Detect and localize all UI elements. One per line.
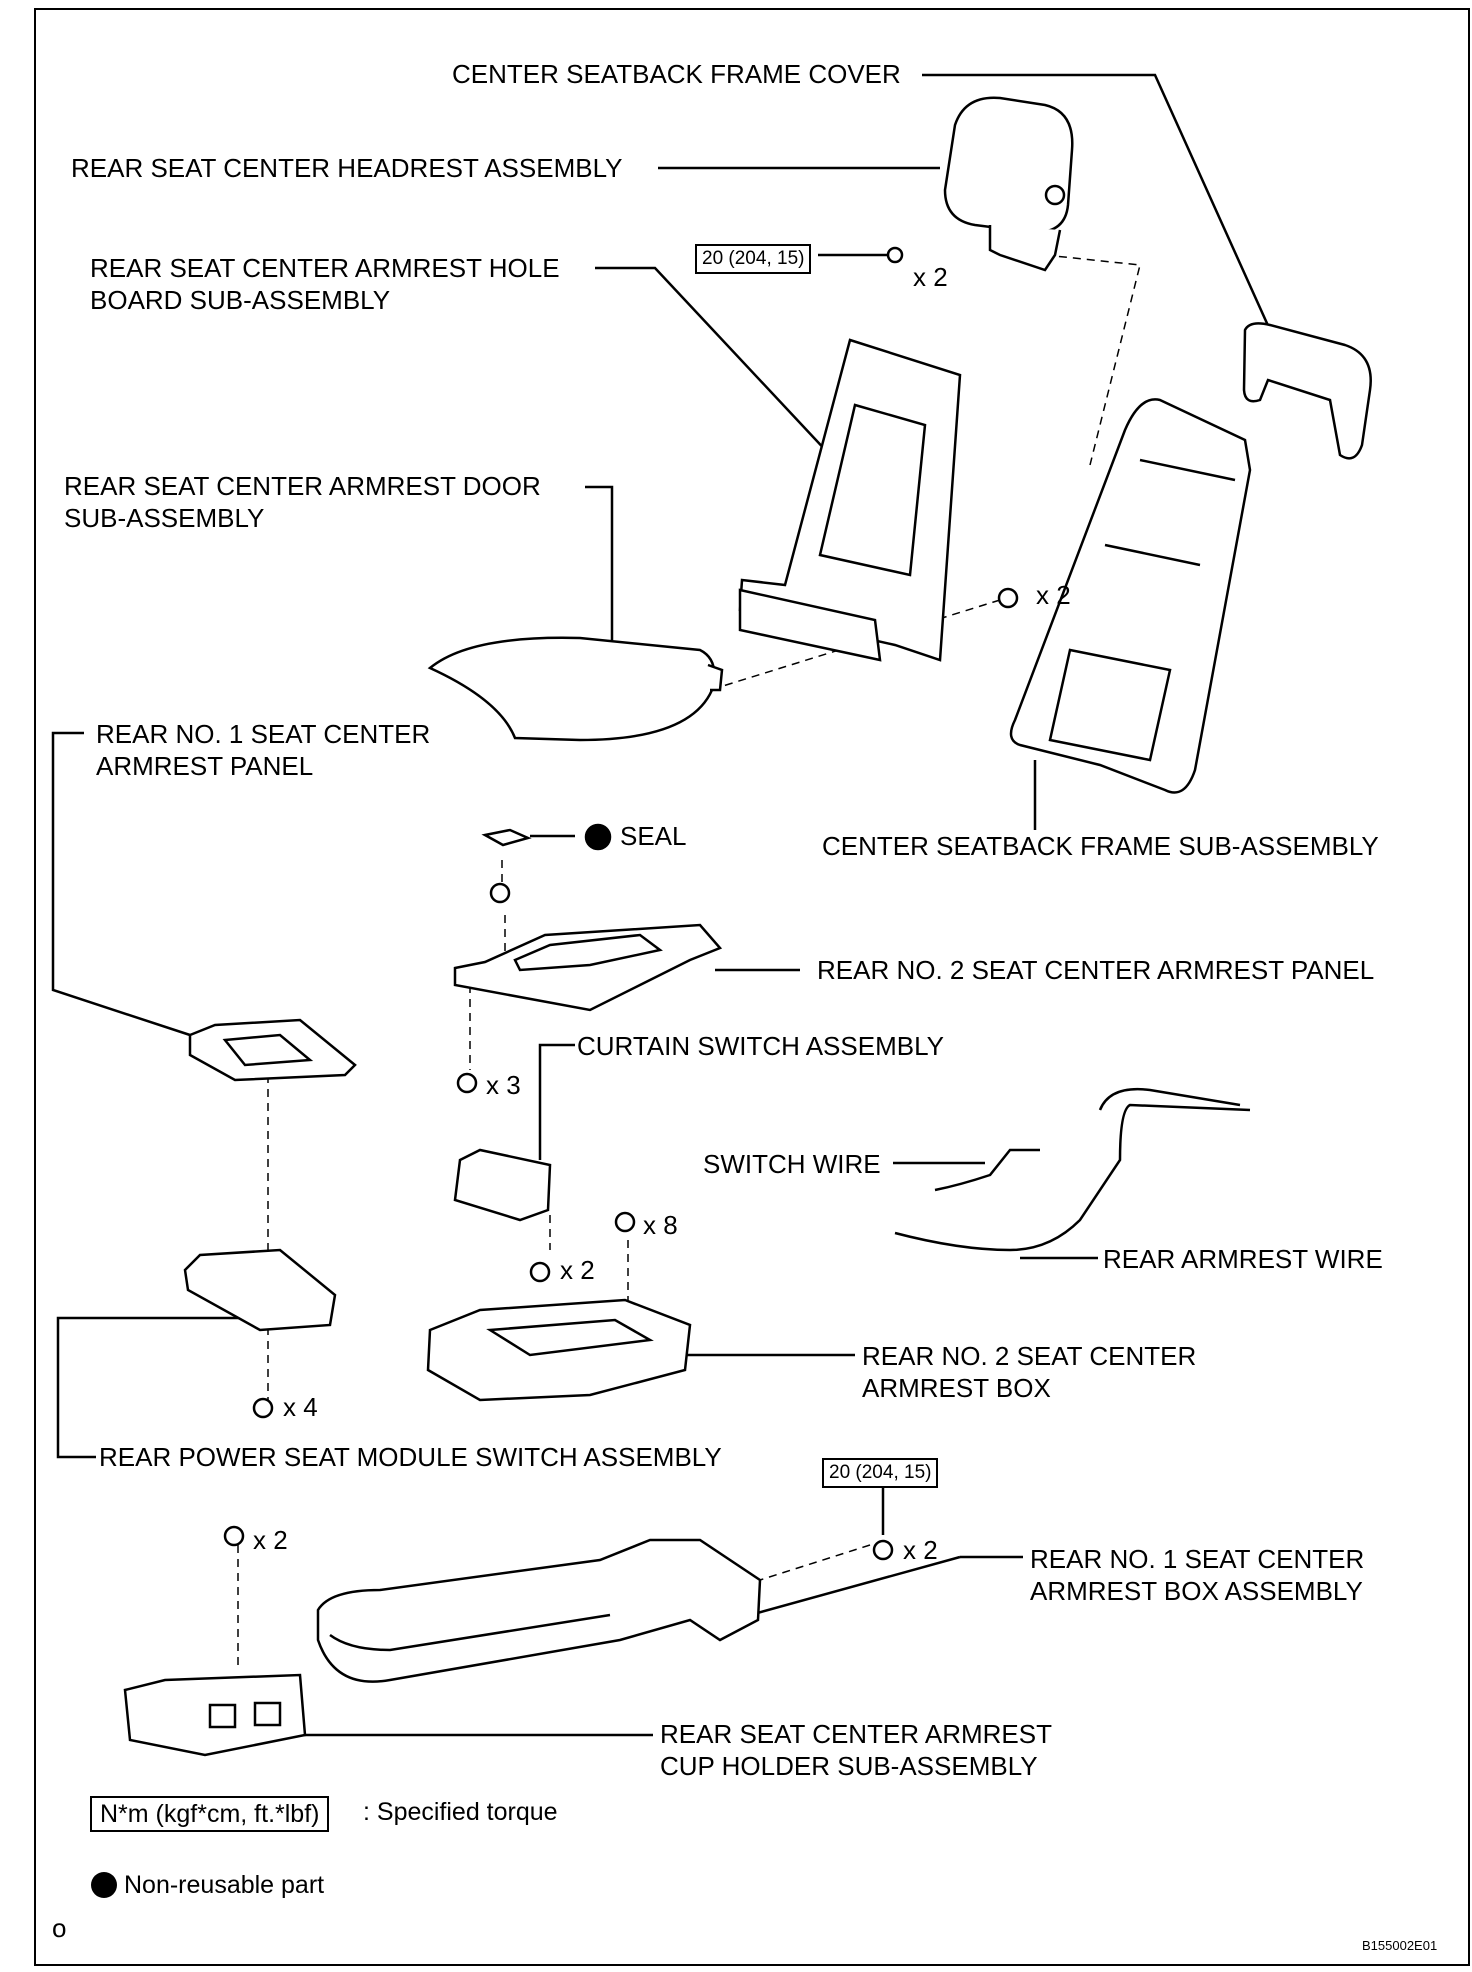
- seal-shape: [481, 823, 612, 851]
- qty-headrest-bolt: x 2: [913, 262, 948, 292]
- leader-no1-box-2: [749, 1555, 961, 1617]
- cup-holder-shape: [123, 1673, 307, 1757]
- torque-box-armrest: 20 (204, 15): [822, 1458, 939, 1488]
- label-no1-panel: REAR NO. 1 SEAT CENTER ARMREST PANEL: [96, 719, 431, 781]
- wire-shapes: [894, 1087, 1251, 1252]
- frame-bolt-shape: [997, 587, 1019, 609]
- qty-switch-screw: x 2: [560, 1255, 595, 1285]
- legend-dot: [91, 1872, 117, 1898]
- label-seal: SEAL: [620, 821, 687, 851]
- frame-cover-shape: [1242, 322, 1372, 460]
- armrest-door-shape: [427, 636, 724, 742]
- qty-box-screw: x 8: [643, 1210, 678, 1240]
- qty-module-screw: x 4: [283, 1392, 318, 1422]
- label-rear-armrest-wire: REAR ARMREST WIRE: [1103, 1244, 1383, 1274]
- leader-curtain: [538, 1043, 575, 1160]
- label-hole-board: REAR SEAT CENTER ARMREST HOLE BOARD SUB-…: [90, 253, 560, 315]
- hole-board-shape: [738, 338, 962, 662]
- power-module-shape: [183, 1248, 337, 1332]
- diagram-frame: [34, 8, 1470, 1966]
- label-cup-holder: REAR SEAT CENTER ARMREST CUP HOLDER SUB-…: [660, 1719, 1052, 1781]
- label-frame-sub: CENTER SEATBACK FRAME SUB-ASSEMBLY: [822, 831, 1379, 861]
- legend-non-reusable: Non-reusable part: [124, 1871, 325, 1899]
- seatback-frame-shape: [1009, 398, 1252, 794]
- no2-box-shape: [426, 1298, 692, 1402]
- label-switch-wire: SWITCH WIRE: [703, 1149, 881, 1179]
- qty-cup-screw: x 2: [253, 1525, 288, 1555]
- no2-panel-shape: [453, 923, 723, 1012]
- label-no1-box-assembly: REAR NO. 1 SEAT CENTER ARMREST BOX ASSEM…: [1030, 1544, 1365, 1606]
- label-armrest-door: REAR SEAT CENTER ARMREST DOOR SUB-ASSEMB…: [64, 471, 541, 533]
- leader-no1-panel: [51, 731, 191, 1037]
- headrest-shape: [886, 96, 1074, 272]
- leader-armrest-door: [585, 485, 614, 640]
- torque-box-headrest: 20 (204, 15): [695, 244, 812, 274]
- label-curtain-switch: CURTAIN SWITCH ASSEMBLY: [577, 1031, 944, 1061]
- qty-armrest-nut: x 2: [903, 1535, 938, 1565]
- label-no2-panel: REAR NO. 2 SEAT CENTER ARMREST PANEL: [817, 955, 1375, 985]
- leader-power-module: [56, 1316, 258, 1459]
- leader-hole-board: [595, 266, 831, 456]
- figure-code: B155002E01: [1362, 1938, 1438, 1953]
- legend-torque-desc: : Specified torque: [363, 1798, 558, 1826]
- label-headrest: REAR SEAT CENTER HEADREST ASSEMBLY: [71, 153, 623, 183]
- legend-torque-unit-box: N*m (kgf*cm, ft.*lbf): [90, 1796, 330, 1832]
- label-frame-cover: CENTER SEATBACK FRAME COVER: [452, 59, 901, 89]
- qty-frame-bolt: x 2: [1036, 580, 1071, 610]
- label-no2-box: REAR NO. 2 SEAT CENTER ARMREST BOX: [862, 1341, 1197, 1403]
- footer-mark: o: [52, 1913, 67, 1943]
- qty-panel-screw: x 3: [486, 1070, 521, 1100]
- curtain-switch-shape: [453, 1148, 552, 1222]
- no1-panel-shape: [188, 1018, 357, 1082]
- label-power-module: REAR POWER SEAT MODULE SWITCH ASSEMBLY: [99, 1442, 722, 1472]
- no1-box-shape: [316, 1538, 762, 1683]
- leader-frame-cover: [922, 73, 1272, 331]
